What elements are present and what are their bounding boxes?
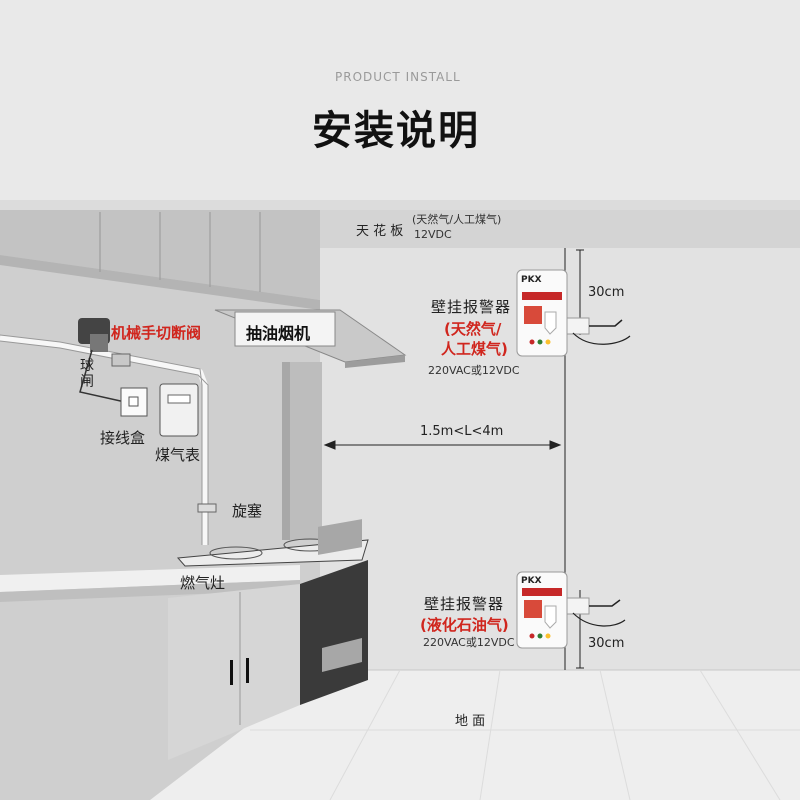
top-offset-label: 30cm [588,285,625,300]
header-subtitle: PRODUCT INSTALL [335,70,461,84]
upper-alarm-device [516,269,631,357]
bottom-offset-label: 30cm [588,636,625,651]
valve-label: 机械手切断阀 [111,324,202,342]
stove-label: 燃气灶 [180,574,226,592]
lower-alarm-voltage: 220VAC或12VDC [423,636,515,649]
lower-alarm-title: 壁挂报警器 [424,595,505,613]
floor-label: 地 面 [455,714,486,729]
upper-alarm-title: 壁挂报警器 [431,298,512,316]
upper-alarm-brand: PKX [521,275,542,285]
upper-alarm-voltage: 220VAC或12VDC [428,364,520,377]
ball-valve-label: 球 闸 [80,358,94,390]
ceiling-gas-label: (天然气/人工煤气) [412,213,502,226]
gas-meter-label: 煤气表 [155,446,201,464]
ceiling-label: 天 花 板 [356,224,404,239]
upper-alarm-gas-line1: (天然气/ [444,320,502,338]
lower-alarm-device [516,571,626,649]
hood-label: 抽油烟机 [246,324,311,343]
distance-label: 1.5m<L<4m [420,424,504,439]
lower-alarm-brand: PKX [521,576,542,586]
page-title: 安装说明 [312,108,480,154]
ceiling-voltage-label: 12VDC [414,228,452,241]
lower-alarm-gas: (液化石油气) [420,616,509,634]
plug-label: 旋塞 [232,502,263,520]
upper-alarm-gas-line2: 人工煤气) [441,340,508,358]
junction-box-label: 接线盒 [100,429,146,447]
